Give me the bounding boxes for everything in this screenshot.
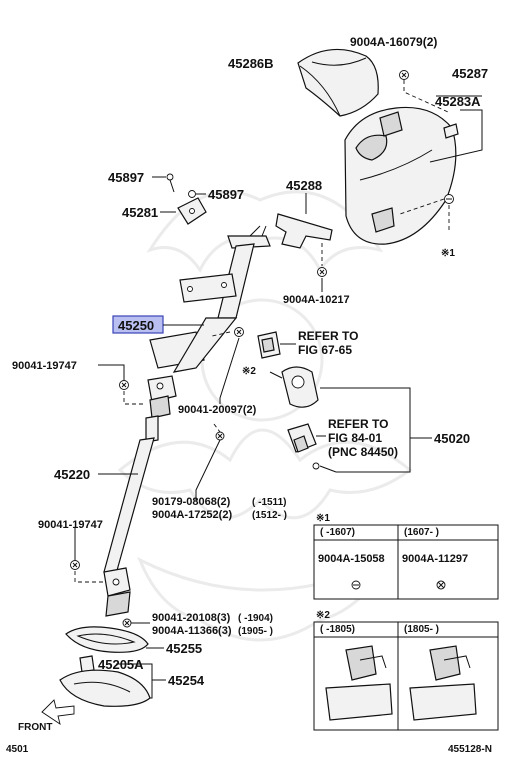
- label-45250: 45250: [118, 318, 154, 333]
- table1-header-1: ( -1607): [320, 527, 355, 538]
- detail-before-1805: [325, 645, 393, 721]
- label-90041-20108: 90041-20108(3): [152, 612, 231, 624]
- intermediate-shaft-45220: [103, 415, 159, 575]
- table1-cell-1: 9004A-15058: [318, 553, 385, 565]
- universal-joint-upper: [147, 375, 177, 419]
- label-90179-08068: 90179-08068(2): [152, 496, 231, 508]
- page-code-right: 455128-N: [448, 744, 492, 755]
- label-90041-20097: 90041-20097(2): [178, 404, 257, 416]
- screw-note1-b: [436, 580, 446, 590]
- label-90041-19747-lower: 90041-19747: [38, 519, 103, 531]
- bolt-45897-b: [188, 190, 196, 198]
- label-note1-marker: ※1: [441, 248, 455, 259]
- label-9004A-10217: 9004A-10217: [283, 294, 350, 306]
- steering-column-45250: [149, 225, 271, 373]
- bolt-90041-20097: [234, 327, 244, 337]
- label-9004A-17252: 9004A-17252(2): [152, 509, 232, 521]
- universal-joint-lower: [103, 567, 131, 617]
- label-45288: 45288: [286, 178, 322, 193]
- label-45255: 45255: [166, 641, 202, 656]
- switch-refer-84-01: [287, 423, 317, 453]
- label-45254: 45254: [168, 673, 205, 688]
- table1-title: ※1: [316, 513, 330, 524]
- label-refer-84-line1: REFER TO: [328, 417, 388, 431]
- bolt-90041-19747-upper: [119, 380, 129, 390]
- label-9004A-11366: 9004A-11366(3): [152, 625, 232, 637]
- table2-header-2: (1805- ): [404, 624, 439, 635]
- label-45220: 45220: [54, 467, 90, 482]
- note1-table: [313, 524, 499, 600]
- bracket-45281: [177, 197, 207, 225]
- table2-header-1: ( -1805): [320, 624, 355, 635]
- plate-45255: [65, 626, 149, 653]
- label-45897-a: 45897: [108, 170, 144, 185]
- label-refer-67-line1: REFER TO: [298, 329, 358, 343]
- screw-lock: [312, 462, 337, 473]
- label-45281: 45281: [122, 205, 158, 220]
- label-refer-67-line2: FIG 67-65: [298, 343, 352, 357]
- detail-after-1805: [409, 645, 477, 721]
- screw-9004A-16079: [399, 70, 409, 80]
- label-refer-84-line2: FIG 84-01: [328, 431, 382, 445]
- boot-45254: [59, 669, 151, 707]
- label-note2-marker: ※2: [242, 366, 256, 377]
- table1-header-2: (1607- ): [404, 527, 439, 538]
- screw-note1-a: [351, 580, 361, 590]
- front-arrow-icon: [41, 699, 75, 726]
- label-45287: 45287: [452, 66, 488, 81]
- nut-90179-08068: [215, 431, 225, 441]
- screw-note1: [444, 194, 454, 204]
- label-front: FRONT: [18, 722, 52, 733]
- key-cylinder: [281, 366, 319, 408]
- part-labels: 9004A-16079(2) 45286B 45287 45283A 45897…: [6, 35, 492, 755]
- label-90179-range: ( -1511): [252, 497, 286, 508]
- label-9004A-16079: 9004A-16079(2): [350, 35, 437, 49]
- label-45205A: 45205A: [98, 657, 144, 672]
- label-refer-84-line3: (PNC 84450): [328, 445, 398, 459]
- bolt-90041-19747-lower: [70, 560, 80, 570]
- note2-table: [313, 621, 499, 731]
- table2-title: ※2: [316, 610, 330, 621]
- upper-column-cover: [297, 48, 379, 117]
- table1-cell-2: 9004A-11297: [402, 553, 468, 565]
- label-9004A-11366-range: (1905- ): [238, 626, 273, 637]
- bracket-45288: [275, 213, 333, 249]
- label-90041-19747-upper: 90041-19747: [12, 360, 77, 372]
- bolt-90041-20108: [122, 618, 132, 628]
- label-45020: 45020: [434, 431, 470, 446]
- label-45286B: 45286B: [228, 56, 274, 71]
- clip-45283A: [443, 123, 459, 139]
- bolt-45897-a: [166, 173, 175, 193]
- label-45897-b: 45897: [208, 187, 244, 202]
- page-number-left: 4501: [6, 744, 29, 755]
- label-45283A: 45283A: [435, 94, 481, 109]
- lower-column-cover: [344, 106, 457, 245]
- clip-45205A: [79, 655, 95, 673]
- switch-refer-67-65: [257, 331, 281, 359]
- label-90041-20108-range: ( -1904): [238, 613, 273, 624]
- label-9004A-17252-range: (1512- ): [252, 510, 287, 521]
